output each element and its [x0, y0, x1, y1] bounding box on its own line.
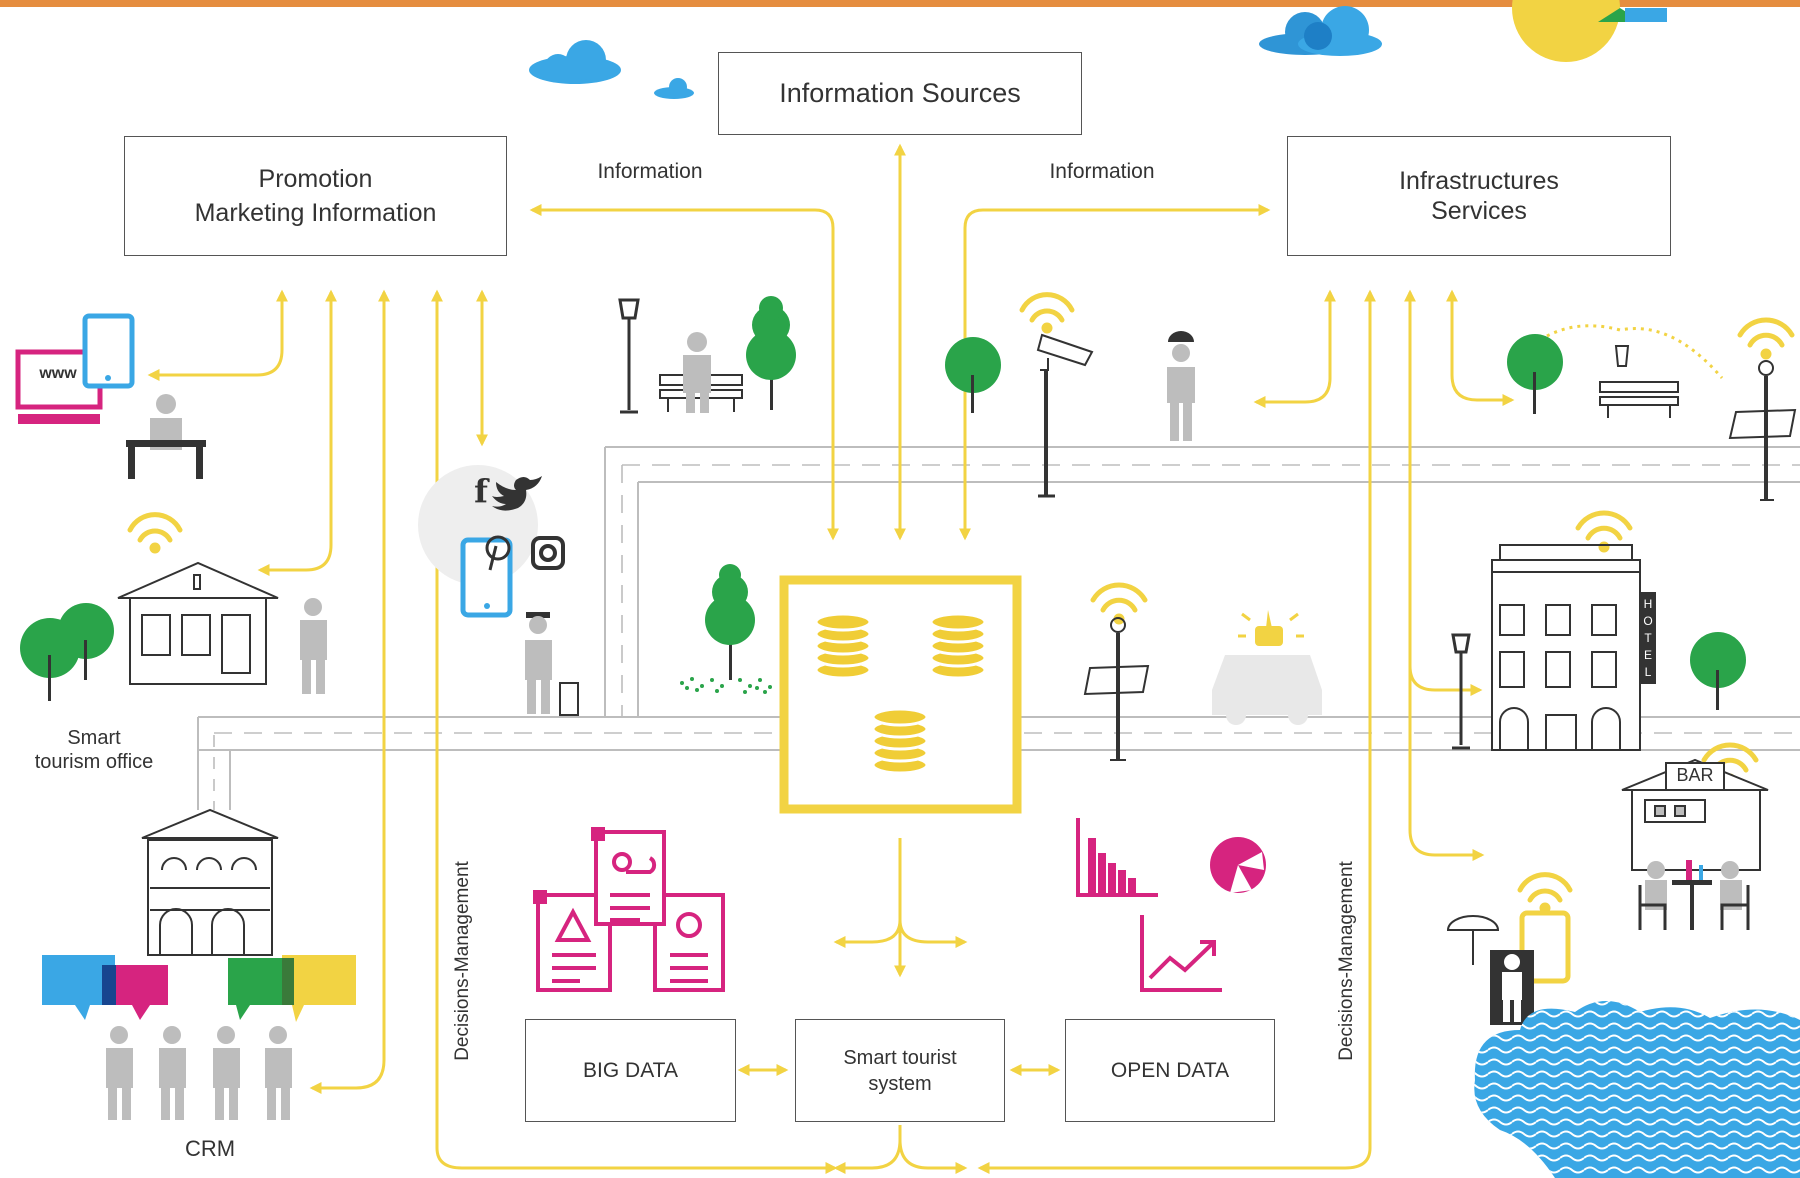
- database-icon: [929, 612, 987, 680]
- pinterest-icon: [485, 535, 511, 571]
- promotion-box: Promotion Marketing Information: [124, 136, 507, 256]
- road-left: [197, 717, 231, 810]
- smart-tourism-office-label: Smart tourism office: [34, 727, 154, 773]
- tree-icon: [20, 603, 114, 701]
- person-icon: [1490, 950, 1534, 1025]
- speech-bubble-icon: [42, 955, 356, 1022]
- person-icon: [300, 598, 327, 694]
- tree-icon: [705, 564, 755, 680]
- umbrella-icon: [1446, 915, 1500, 965]
- instagram-icon: [531, 536, 565, 570]
- line-chart-icon: [1140, 915, 1222, 992]
- bar-icon: [1621, 758, 1769, 871]
- cloud-icon: [529, 40, 621, 84]
- street-lamp-icon: [1451, 633, 1471, 750]
- grass-patch: [680, 677, 772, 694]
- wifi-icon: [1737, 317, 1795, 360]
- document-icon: [650, 890, 725, 992]
- person-icon: [683, 332, 711, 413]
- hotel-sign: [1640, 592, 1656, 684]
- office-building-icon: [117, 561, 279, 685]
- smart-tourist-system-box: Smart tourist system: [795, 1019, 1005, 1122]
- tree-icon: [1507, 334, 1563, 414]
- tree-icon: [945, 337, 1001, 413]
- tourist-with-luggage-icon: [525, 612, 579, 716]
- information-label-left: Information: [597, 160, 703, 183]
- infrastructures-box: Infrastructures Services: [1287, 136, 1671, 256]
- top-border: [0, 0, 1800, 7]
- cloud-icon: [1259, 6, 1382, 56]
- tourist-group-icon: [106, 1026, 292, 1120]
- hotel-sign-label: HOTEL: [1643, 597, 1653, 679]
- facebook-icon: f: [474, 472, 488, 510]
- flow-lines: [147, 143, 1515, 1174]
- solar-lamp-icon: [1083, 617, 1150, 761]
- cloud-icon: [654, 78, 694, 99]
- camera-icon: [1036, 333, 1094, 498]
- flow-infra-hub: [959, 204, 1271, 541]
- decisions-management-label-left: Decisions-Management: [452, 861, 473, 1061]
- hotel-icon: [1491, 544, 1641, 751]
- solar-lamp-icon: [1728, 360, 1797, 501]
- police-icon: [1167, 331, 1195, 441]
- water-icon: [1474, 1001, 1800, 1178]
- flow-hub-promotion: [529, 204, 839, 541]
- bar-sign-label: BAR: [1676, 765, 1714, 785]
- tree-icon: [746, 296, 796, 410]
- dotted-wifi-path: [1539, 324, 1724, 379]
- museum-icon: [141, 808, 279, 956]
- decisions-management-label-right: Decisions-Management: [1336, 861, 1357, 1061]
- wifi-icon: [1517, 872, 1573, 914]
- sun-icon: [1512, 0, 1667, 62]
- information-label-right: Information: [1049, 160, 1155, 183]
- pie-chart-icon: [1210, 837, 1266, 893]
- wifi-icon: [1090, 582, 1148, 625]
- database-icon: [871, 707, 929, 775]
- cafe-table-icon: [1638, 860, 1750, 930]
- open-data-box: OPEN DATA: [1065, 1019, 1275, 1122]
- big-data-box: BIG DATA: [525, 1019, 736, 1122]
- tablet-icon: [82, 313, 135, 389]
- document-icon: [591, 827, 666, 926]
- person-at-desk-icon: [126, 394, 206, 479]
- car-icon: [1212, 610, 1322, 725]
- chart-icon: [1076, 818, 1158, 897]
- street-lamp-icon: [618, 298, 640, 414]
- wifi-icon: [127, 512, 183, 554]
- wifi-icon: [1019, 292, 1075, 334]
- crm-label: CRM: [184, 1136, 236, 1161]
- central-hub: [779, 575, 1022, 814]
- twitter-icon: [492, 476, 542, 511]
- tree-icon: [1690, 632, 1746, 710]
- website-label: www: [39, 365, 77, 382]
- bench-icon: [1599, 345, 1679, 418]
- database-icon: [814, 612, 872, 680]
- information-sources-box: Information Sources: [718, 52, 1082, 135]
